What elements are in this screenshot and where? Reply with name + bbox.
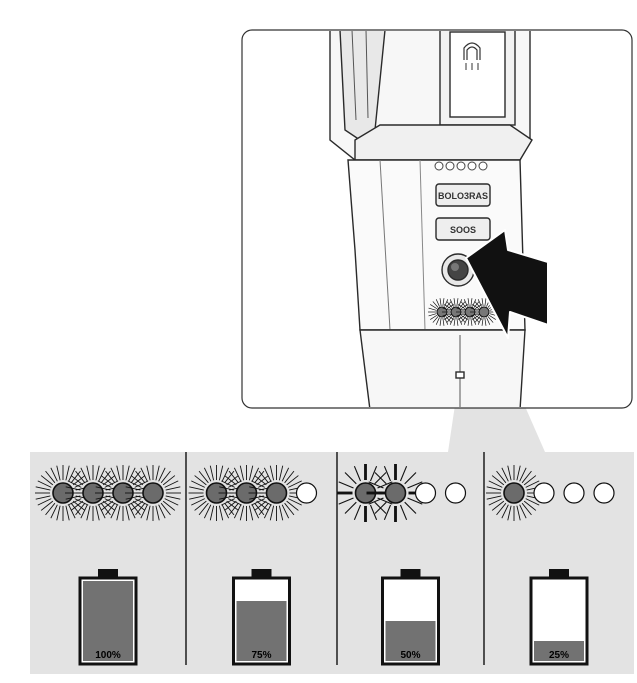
battery-percent-label: 25% xyxy=(549,650,569,661)
battery-icon: 25% xyxy=(529,569,589,666)
battery-icon: 50% xyxy=(381,569,440,666)
panel-3-led-3 xyxy=(414,482,437,504)
panel-4-led-1 xyxy=(486,465,542,521)
battery-panel-2: 75% xyxy=(188,465,318,666)
device-button-bottom-label: SOOS xyxy=(450,225,476,235)
device-button-bottom xyxy=(435,217,491,241)
battery-level-panels: 100% 75% 50% 25% xyxy=(30,452,634,674)
battery-panel-1: 100% xyxy=(35,465,181,666)
battery-percent-label: 100% xyxy=(95,650,121,661)
device-button-top-label: BOLO3RAS xyxy=(438,191,488,201)
battery-percent-label: 75% xyxy=(251,650,271,661)
battery-fill xyxy=(236,601,287,661)
magnet-icon xyxy=(463,42,481,60)
panel-3-led-4 xyxy=(444,482,467,504)
device-button-top xyxy=(435,183,491,207)
battery-percent-label: 50% xyxy=(400,650,420,661)
panel-4-led-2 xyxy=(533,482,555,504)
device-collar xyxy=(354,124,533,161)
panel-4-led-3 xyxy=(563,482,585,504)
battery-icon: 75% xyxy=(232,569,291,666)
device-lower-body xyxy=(359,329,526,407)
press-arrow-icon xyxy=(465,229,549,339)
panel-1-led-1 xyxy=(35,465,91,521)
battery-fill xyxy=(534,641,584,661)
panel-1-led-4 xyxy=(125,465,181,521)
panel-2-led-4 xyxy=(295,482,318,504)
panel-4-led-4 xyxy=(593,482,615,504)
battery-panel-3: 50% xyxy=(336,464,467,666)
battery-panel-4: 25% xyxy=(486,465,615,666)
battery-icon: 100% xyxy=(78,569,138,666)
battery-fill xyxy=(83,581,133,661)
device-illustration: BOLO3RAS SOOS xyxy=(241,29,633,409)
status-led-row xyxy=(434,161,488,171)
battery-fill xyxy=(385,621,436,661)
device-led-1 xyxy=(428,298,456,326)
panel-2-led-3 xyxy=(248,465,305,521)
